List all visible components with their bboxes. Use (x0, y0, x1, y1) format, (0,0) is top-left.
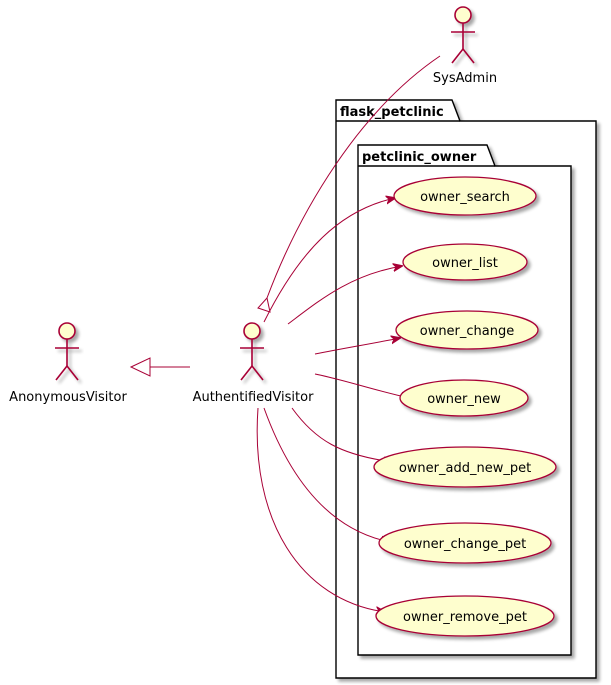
actor-anonymous-visitor (55, 322, 79, 381)
usecase-owner-search-label: owner_search (420, 190, 510, 205)
assoc-owner-search (263, 198, 395, 323)
generalization-sysadmin-arrowhead (257, 296, 271, 313)
usecase-owner-change-pet: owner_change_pet (378, 522, 552, 564)
actor-authentified-head (243, 322, 261, 340)
generalization-sysadmin-line (266, 55, 441, 299)
usecase-owner-change-label: owner_change (420, 324, 515, 339)
actor-authentified-visitor (240, 322, 264, 381)
generalization-anonymous-arrowhead (129, 357, 151, 377)
usecase-owner-change-pet-label: owner_change_pet (404, 537, 526, 552)
package-flask-petclinic-title: flask_petclinic (340, 105, 444, 120)
usecase-owner-list-label: owner_list (432, 256, 498, 271)
usecase-owner-list: owner_list (402, 243, 528, 281)
actor-sysadmin-label: SysAdmin (433, 71, 497, 86)
usecase-owner-add-new-pet-label: owner_add_new_pet (399, 461, 531, 476)
actor-sysadmin (451, 6, 475, 64)
usecase-owner-change: owner_change (395, 310, 539, 350)
actor-anonymous-label: AnonymousVisitor (9, 390, 127, 405)
assoc-owner-change-pet (263, 407, 390, 542)
assoc-owner-change (314, 338, 400, 355)
package-petclinic-owner-title: petclinic_owner (362, 150, 477, 165)
usecase-owner-new-label: owner_new (427, 392, 501, 407)
assoc-owner-list (287, 266, 402, 325)
usecase-owner-remove-pet: owner_remove_pet (375, 595, 555, 637)
actor-sysadmin-head (454, 6, 472, 24)
usecase-owner-remove-pet-label: owner_remove_pet (403, 610, 527, 625)
usecase-owner-add-new-pet: owner_add_new_pet (373, 446, 557, 488)
assoc-owner-remove-pet (256, 407, 385, 612)
actor-anonymous-head (58, 322, 76, 340)
usecase-owner-new: owner_new (399, 379, 529, 417)
assoc-owner-add-new-pet (291, 407, 393, 462)
relations (150, 55, 441, 612)
usecase-owner-search: owner_search (393, 176, 537, 216)
actor-authentified-label: AuthentifiedVisitor (193, 390, 315, 405)
